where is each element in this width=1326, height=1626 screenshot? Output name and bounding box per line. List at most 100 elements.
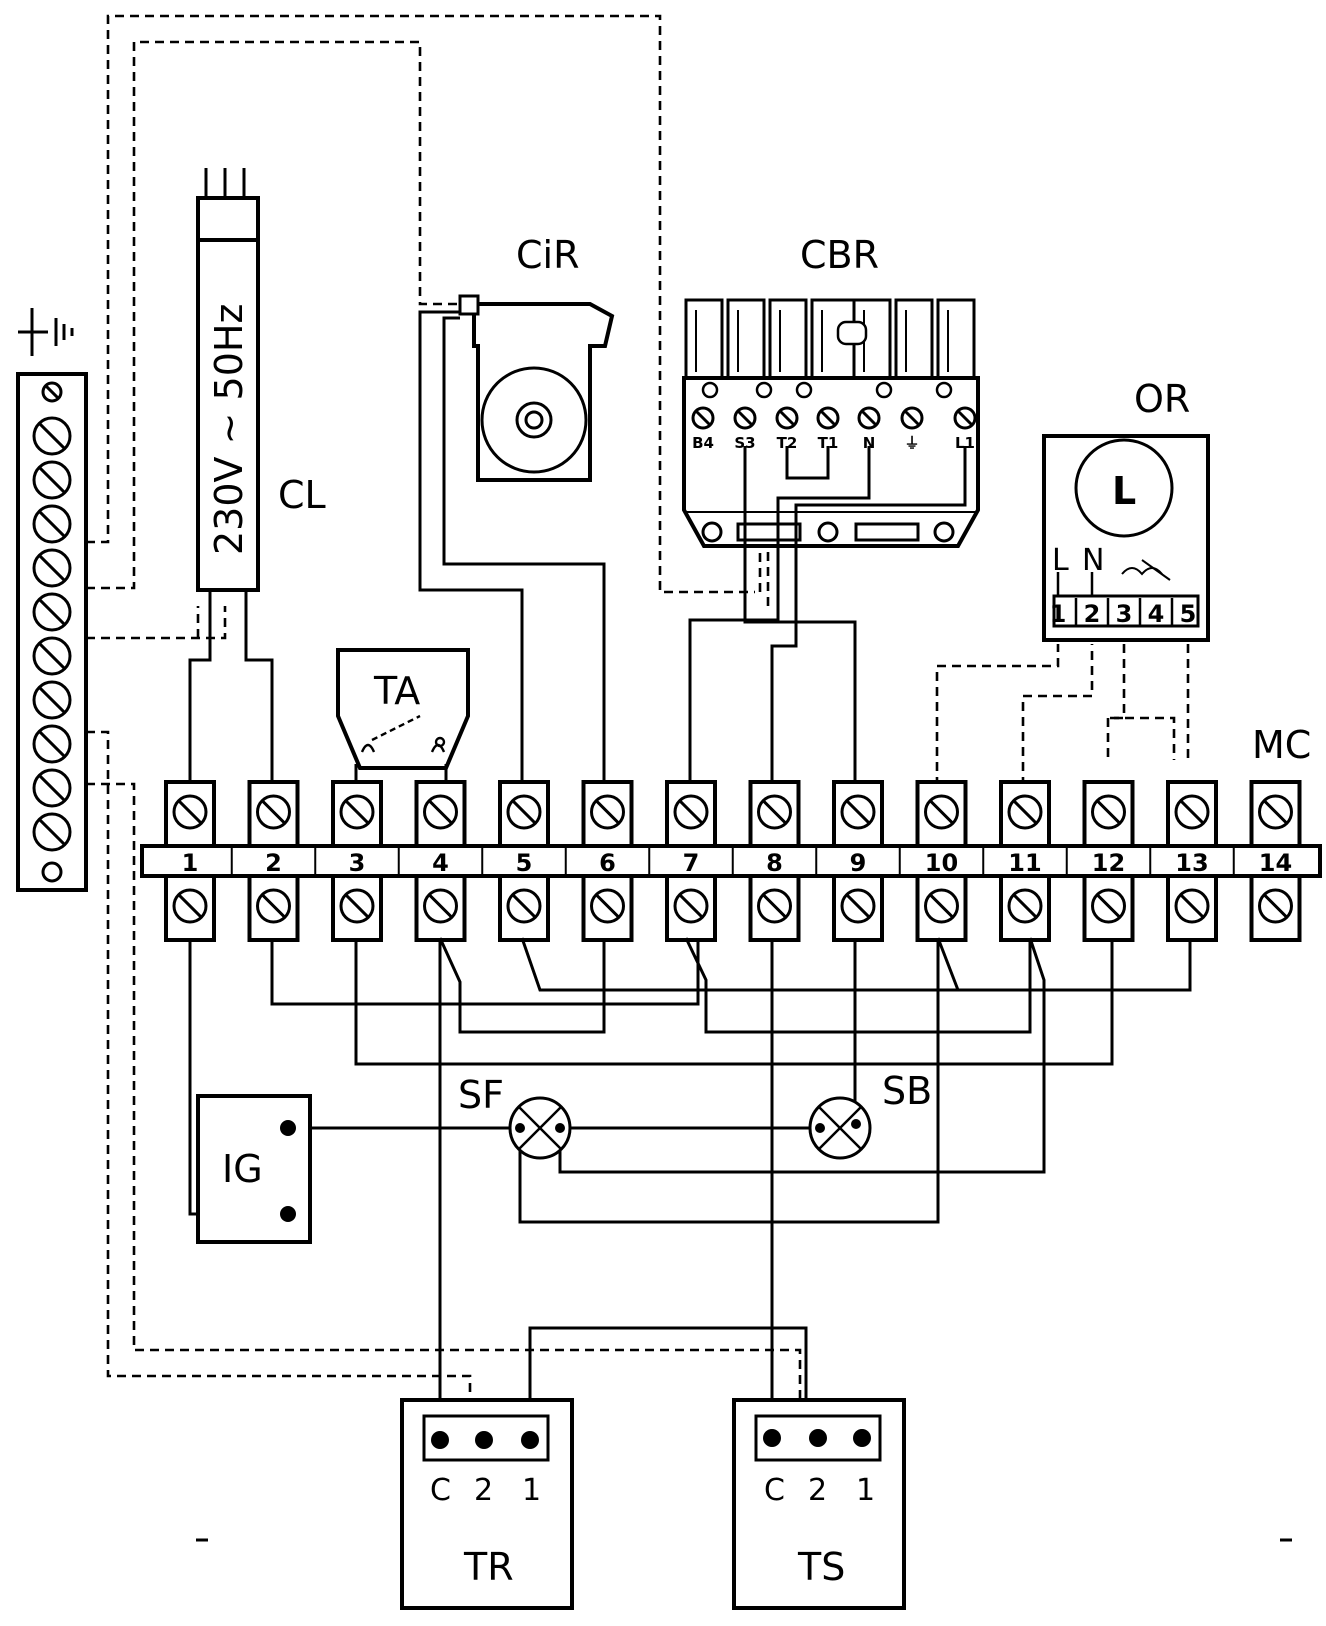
terminal-number: 6 [599,849,616,877]
terminal-screw-lower [339,888,375,924]
cbr-terminal-label: S3 [734,434,755,452]
cbr-terminal-label: T2 [777,434,798,452]
cbr-fin [684,298,724,382]
terminal-number: 5 [516,849,533,877]
cbr-terminal-screw [775,406,799,430]
mains-cable-cl: 230V ~ 50Hz CL [188,168,326,786]
sb-label: SB [882,1069,932,1113]
ig-label: IG [222,1147,263,1191]
lamp-sf: SF [458,1073,572,1160]
cbr-fin [726,298,766,382]
terminal-number: 14 [1259,849,1292,877]
terminal-screw-lower [757,888,792,924]
ts-term-2: 2 [808,1473,827,1508]
cl-label: CL [278,473,326,517]
terminal-screw-lower [840,888,876,924]
tr-term-2: 2 [474,1473,493,1508]
ta-label: TA [373,669,420,713]
cl-rating-text: 230V ~ 50Hz [207,304,251,555]
terminal-number: 12 [1092,849,1125,877]
terminal-screw-lower [590,888,625,924]
cbr-terminal-label: ⏚ [904,434,919,452]
cbr-hole [795,381,813,399]
main-switch-ig: IG [196,1094,312,1244]
terminal-screw-lower [1258,888,1293,924]
earth-bar-screw [32,724,72,764]
terminal-screw-lower [423,888,458,924]
earth-bar-screw [32,460,72,500]
cbr-terminal-label: L1 [955,434,975,452]
terminal-screw-upper [172,794,208,830]
earth-symbol [18,308,74,356]
thermostat-ts: C 2 1 TS [732,1398,906,1610]
terminal-screw-lower [256,888,291,924]
earth-bar-screw [32,812,72,852]
cbr-terminal-screw [900,406,924,430]
cbr-hole [935,381,953,399]
terminal-screw-upper [506,794,542,830]
terminal-screw-upper [924,794,959,830]
terminal-screw-lower [1091,888,1126,924]
earth-bar-screw [32,680,72,720]
terminal-number: 2 [265,849,282,877]
cbr-terminal-label: B4 [692,434,714,452]
terminal-screw-lower [506,888,542,924]
cbr-terminal-label: T1 [818,434,839,452]
terminal-screw-upper [590,794,625,830]
earth-bar-screw [32,592,72,632]
terminal-screw-upper [339,794,375,830]
circulation-pump-cir: CiR [418,233,615,786]
terminal-number: 4 [432,849,449,877]
earth-bar-screw [32,504,72,544]
terminal-screw-upper [423,794,458,830]
earth-bar [16,308,88,892]
terminal-screw-upper [1174,794,1210,830]
cbr-latch [836,320,868,346]
tr-label: TR [463,1545,514,1589]
terminal-number: 9 [850,849,867,877]
cir-label: CiR [516,233,580,277]
earth-bar-screw [32,416,72,456]
terminal-screw-upper [1091,794,1126,830]
cbr-fin [768,298,808,382]
terminal-number: 11 [1008,849,1041,877]
cbr-terminal-screw [691,406,715,430]
terminal-screw-lower [1007,888,1043,924]
sf-label: SF [458,1073,504,1117]
or-terminal-number: 1 [1050,600,1067,628]
ts-label: TS [797,1545,845,1589]
earth-bar-screw [32,548,72,588]
or-terminal-number: 5 [1180,600,1197,628]
room-thermostat-ta: TA [336,648,470,786]
cbr-label: CBR [800,233,879,277]
earth-bar-hole [41,381,63,403]
or-clock-glyph: L [1112,469,1136,513]
cbr-hole [701,381,719,399]
tr-term-1: 1 [522,1473,541,1508]
or-l-label: L [1052,543,1069,578]
terminal-number: 7 [683,849,700,877]
earth-bar-screw [32,636,72,676]
cbr-terminal-screw [953,406,977,430]
earth-bar-hole [41,861,63,883]
cbr-terminal-screw [733,406,757,430]
cbr-fin [894,298,934,382]
terminal-number: 13 [1175,849,1208,877]
terminal-number: 10 [925,849,958,877]
ts-term-c: C [764,1473,785,1508]
earth-bar-screw [32,768,72,808]
terminal-screw-upper [840,794,876,830]
cbr-hole [755,381,773,399]
or-switch-symbol [1121,559,1171,581]
or-label: OR [1134,377,1190,421]
or-terminal-number: 2 [1084,600,1101,628]
or-terminal-number: 4 [1148,600,1165,628]
ts-term-1: 1 [856,1473,875,1508]
terminal-screw-upper [256,794,291,830]
lower-wiring [188,937,1192,1440]
terminal-screw-lower [673,888,709,924]
terminal-screw-upper [1007,794,1043,830]
